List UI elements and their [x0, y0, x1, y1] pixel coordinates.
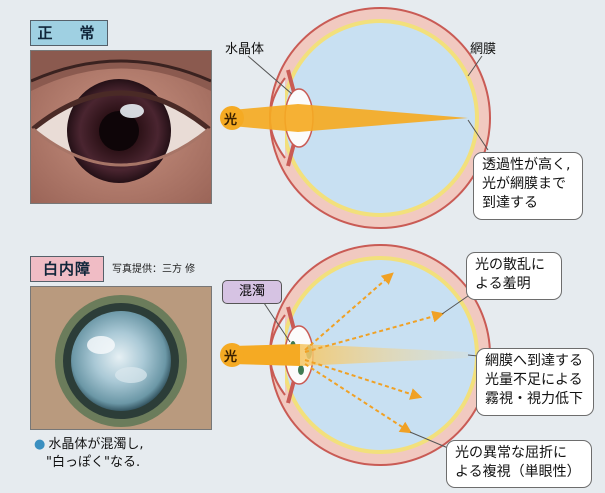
glare-callout-line-1: 光の散乱に: [475, 256, 553, 275]
dim-callout-line-3: 霧視・視力低下: [485, 390, 585, 409]
glare-callout-line-2: よる羞明: [475, 275, 553, 294]
glare-callout: 光の散乱に よる羞明: [466, 252, 562, 300]
opacity-spot-3: [298, 365, 304, 375]
dim-callout: 網膜へ到達する 光量不足による 霧視・視力低下: [476, 348, 594, 416]
dim-callout-line-2: 光量不足による: [485, 371, 585, 390]
dim-callout-line-1: 網膜へ到達する: [485, 352, 585, 371]
double-callout-line-2: よる複視（単眼性）: [455, 463, 583, 482]
double-callout-line-1: 光の異常な屈折に: [455, 444, 583, 463]
double-vision-callout: 光の異常な屈折に よる複視（単眼性）: [446, 440, 592, 488]
cataract-light-label: 光: [224, 346, 237, 365]
haze-label: 混濁: [222, 280, 282, 304]
